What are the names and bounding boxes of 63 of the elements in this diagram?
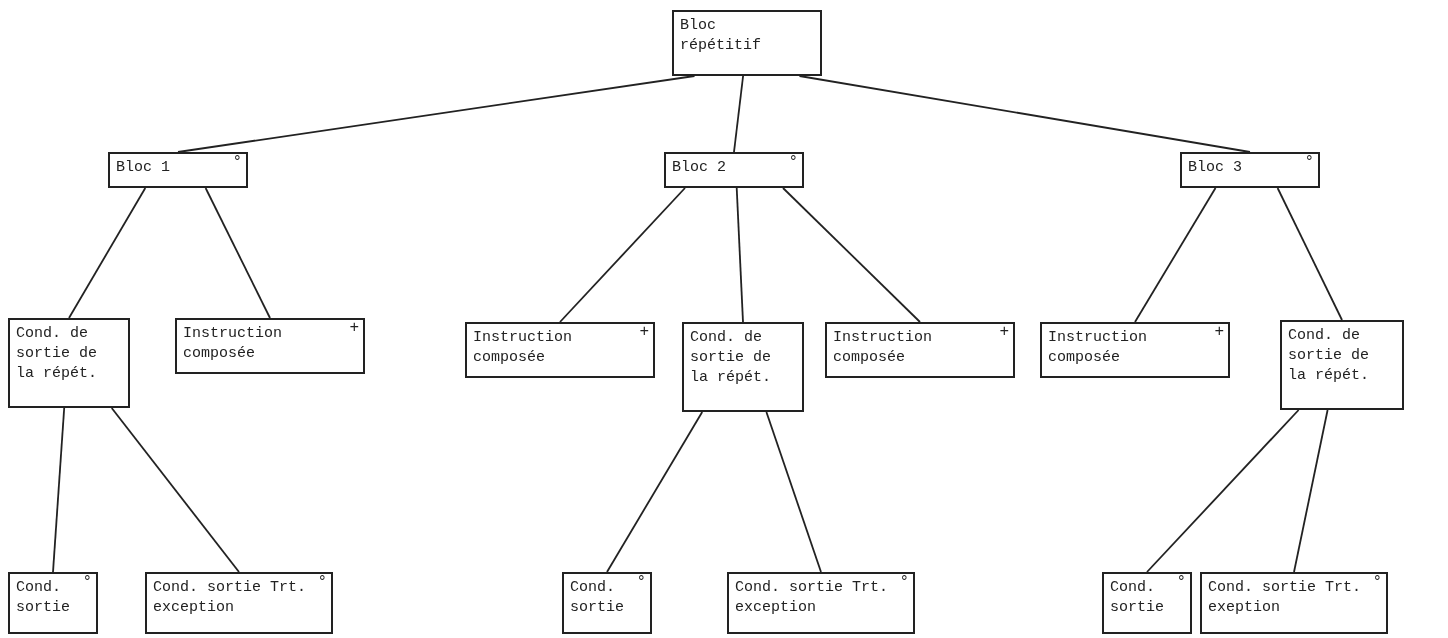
tree-node-box	[1180, 152, 1320, 188]
node-label: Cond. de sortie de la répét.	[16, 324, 98, 384]
tree-node-box	[8, 572, 98, 634]
node-label: Cond. sortie Trt. exeption	[1208, 578, 1363, 618]
tree-connector	[765, 411, 822, 573]
node-marker: °	[899, 574, 909, 590]
tree-node-box	[664, 152, 804, 188]
node-label: Cond. de sortie de la répét.	[1288, 326, 1370, 386]
node-label: Cond. sortie Trt. exception	[153, 578, 308, 618]
tree-connector	[110, 407, 240, 573]
node-label: Bloc 1	[116, 158, 171, 178]
tree-node-box	[562, 572, 652, 634]
tree-node-box	[175, 318, 365, 374]
tree-node-box	[1040, 322, 1230, 378]
tree-connector	[1134, 187, 1217, 323]
tree-node-box	[682, 322, 804, 412]
node-marker: °	[1372, 574, 1382, 590]
tree-node-box	[145, 572, 333, 634]
tree-connector	[559, 187, 686, 323]
tree-node-box	[825, 322, 1015, 378]
node-label: Bloc 3	[1188, 158, 1243, 178]
tree-node-box	[8, 318, 130, 408]
tree-connector	[782, 187, 921, 323]
node-label: Instruction composée	[1048, 328, 1149, 368]
node-marker: °	[317, 574, 327, 590]
node-label: Bloc 2	[672, 158, 727, 178]
node-marker: °	[788, 154, 798, 170]
tree-connector	[798, 75, 1251, 153]
node-marker: °	[1176, 574, 1186, 590]
node-label: Cond. de sortie de la répét.	[690, 328, 772, 388]
node-marker: +	[999, 324, 1009, 340]
tree-connector	[1146, 409, 1300, 573]
tree-node-box	[108, 152, 248, 188]
node-marker: °	[232, 154, 242, 170]
tree-connector	[606, 411, 704, 573]
node-marker: °	[82, 574, 92, 590]
tree-connector	[52, 407, 66, 573]
tree-connector	[1276, 187, 1343, 321]
node-label: Bloc répétitif	[680, 16, 762, 56]
node-marker: °	[636, 574, 646, 590]
tree-connector	[68, 187, 147, 319]
tree-connector	[204, 187, 271, 319]
tree-node-box	[1200, 572, 1388, 634]
tree-node-box	[465, 322, 655, 378]
node-label: Cond. sortie	[16, 578, 71, 618]
node-marker: °	[1304, 154, 1314, 170]
tree-connector	[733, 75, 744, 153]
node-label: Instruction composée	[833, 328, 934, 368]
tree-connector	[735, 187, 744, 323]
node-label: Cond. sortie	[570, 578, 625, 618]
tree-node-box	[1280, 320, 1404, 410]
node-label: Cond. sortie	[1110, 578, 1165, 618]
tree-node-box	[672, 10, 822, 76]
node-marker: +	[639, 324, 649, 340]
node-label: Cond. sortie Trt. exception	[735, 578, 890, 618]
node-marker: +	[1214, 324, 1224, 340]
tree-node-box	[727, 572, 915, 634]
node-label: Instruction composée	[473, 328, 574, 368]
node-marker: +	[349, 320, 359, 336]
node-label: Instruction composée	[183, 324, 284, 364]
tree-connector	[177, 75, 696, 153]
tree-node-box	[1102, 572, 1192, 634]
tree-connector	[1293, 409, 1329, 573]
